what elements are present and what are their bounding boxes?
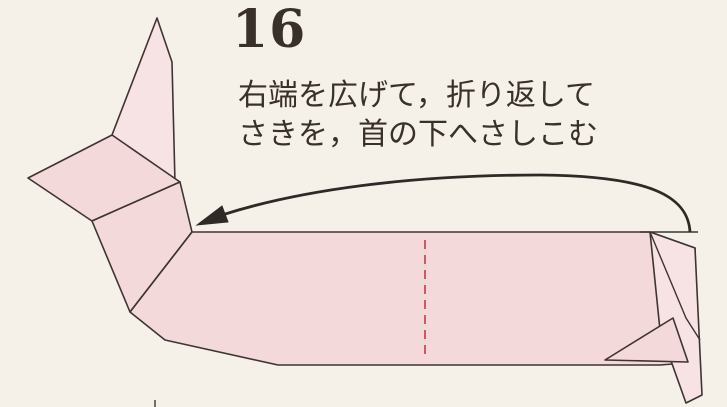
instruction-line-2: さきを，首の下へさしこむ [238,117,598,152]
body-inner-edge [129,231,193,313]
fold-arrow-head [195,205,229,226]
tail-fold-line [649,231,701,341]
tail-small-triangle [604,317,689,363]
instruction-line-1: 右端を広げて，折り返して [238,78,595,113]
fold-arrow [221,173,692,233]
tail-flap [649,231,703,404]
step-number: 16 [232,0,307,60]
body [129,231,699,366]
